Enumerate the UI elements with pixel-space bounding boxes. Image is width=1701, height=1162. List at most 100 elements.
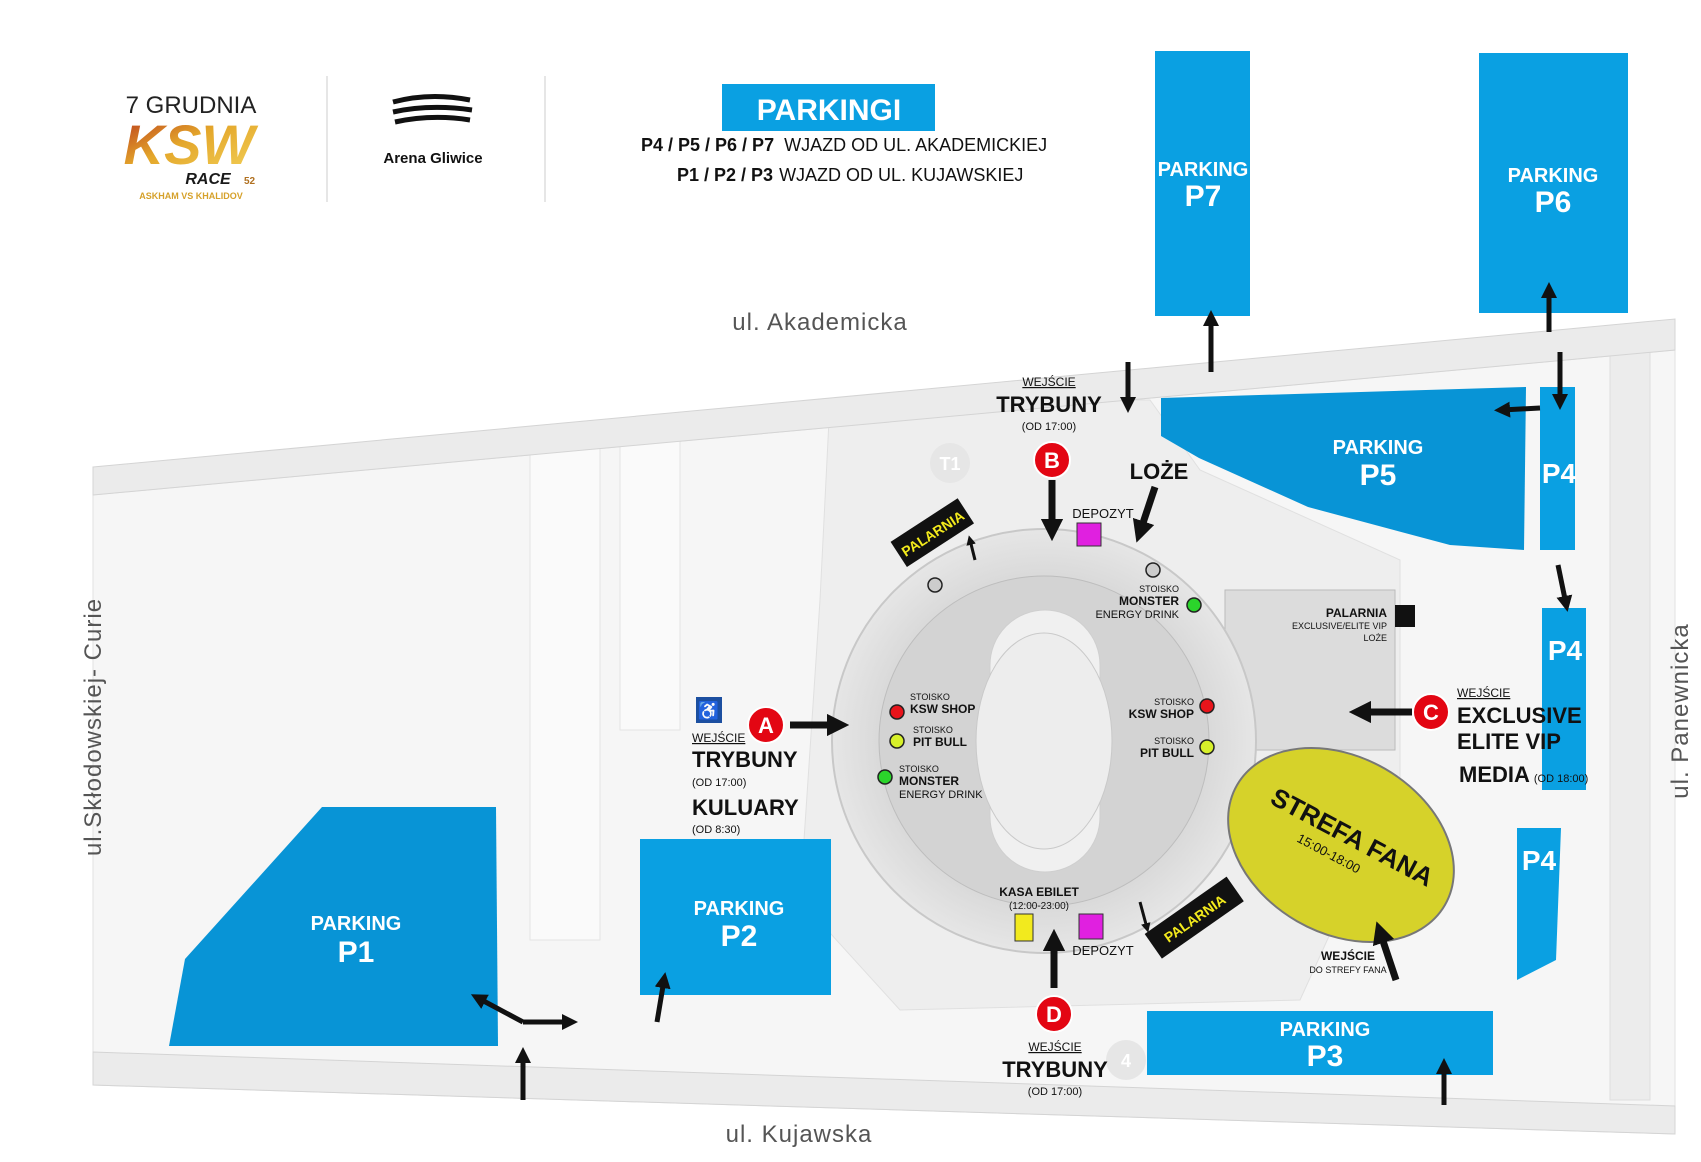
ksw-shop-west-dot — [889, 704, 905, 720]
svg-text:WEJŚCIE: WEJŚCIE — [1028, 1039, 1081, 1054]
parking-p7[interactable] — [1155, 51, 1250, 316]
svg-text:(OD 17:00): (OD 17:00) — [1028, 1086, 1082, 1098]
gate-t1 — [930, 443, 970, 483]
parking-p1[interactable] — [169, 807, 498, 1046]
svg-text:LOŻE: LOŻE — [1363, 633, 1387, 643]
fan-zone-area[interactable] — [1193, 709, 1489, 981]
entrance-c-marker[interactable]: C — [1412, 693, 1450, 731]
depozyt-south-marker — [1078, 913, 1104, 940]
svg-text:WEJŚCIE: WEJŚCIE — [1457, 685, 1510, 700]
entrance-a-labels: WEJŚCIE TRYBUNY (OD 17:00) KULUARY (OD 8… — [692, 730, 799, 836]
svg-text:PARKING: PARKING — [694, 898, 785, 920]
kasa-label: KASA EBILET — [999, 885, 1079, 899]
monster-west-dot — [877, 769, 893, 785]
entrance-b-marker[interactable]: B — [1033, 441, 1071, 479]
svg-text:P4: P4 — [1548, 635, 1583, 666]
svg-text:PARKING: PARKING — [311, 913, 402, 935]
svg-text:(OD 8:30): (OD 8:30) — [692, 824, 740, 836]
road-akademicka — [92, 318, 1676, 496]
entrance-c-labels: WEJŚCIE EXCLUSIVE ELITE VIP MEDIA(OD 18:… — [1457, 685, 1588, 787]
pit-bull-west-dot — [889, 733, 905, 749]
svg-text:P4: P4 — [1522, 845, 1557, 876]
svg-text:WEJŚCIE: WEJŚCIE — [1022, 374, 1075, 389]
parking-p4-north[interactable] — [1540, 387, 1575, 550]
event-date: 7 GRUDNIA — [126, 92, 257, 119]
parking-areas — [169, 51, 1628, 1075]
road-kujawska — [92, 1051, 1676, 1135]
depozyt-north-marker — [1076, 522, 1102, 547]
parking-p6[interactable] — [1479, 53, 1628, 313]
svg-text:EXCLUSIVE/ELITE VIP: EXCLUSIVE/ELITE VIP — [1292, 621, 1387, 631]
svg-text:P5: P5 — [1360, 459, 1397, 492]
street-sklodowskiej-label: ul.Skłodowskiej- Curie — [80, 598, 107, 856]
kasa-hours: (12:00-23:00) — [1009, 901, 1069, 912]
arrow-p4-down — [1555, 564, 1573, 612]
svg-text:STOISKO: STOISKO — [913, 725, 953, 735]
depozyt-south-label: DEPOZYT — [1072, 943, 1133, 958]
svg-text:PARKING: PARKING — [1508, 165, 1599, 187]
svg-text:WEJŚCIE: WEJŚCIE — [1321, 948, 1375, 963]
direction-arrows — [470, 281, 1573, 1105]
parking-p3[interactable] — [1147, 1011, 1493, 1075]
parking-p2[interactable] — [640, 839, 831, 995]
monster-east-dot — [1186, 597, 1202, 613]
svg-text:MONSTER: MONSTER — [899, 774, 959, 788]
svg-text:P4: P4 — [1542, 458, 1577, 489]
svg-text:C: C — [1423, 700, 1439, 725]
stand-labels-east: STOISKO KSW SHOP STOISKO PIT BULL STOISK… — [1095, 584, 1387, 760]
svg-text:TRYBUNY: TRYBUNY — [1002, 1057, 1108, 1082]
arrow-p1-left — [470, 994, 525, 1025]
svg-text:PIT BULL: PIT BULL — [913, 735, 967, 749]
wheelchair-icon: ♿ — [696, 697, 722, 723]
svg-text:PARKING: PARKING — [1333, 437, 1424, 459]
stand-labels-west: STOISKO KSW SHOP STOISKO PIT BULL STOISK… — [899, 692, 983, 801]
svg-text:STOISKO: STOISKO — [1154, 736, 1194, 746]
svg-text:DO STREFY FANA: DO STREFY FANA — [1309, 965, 1386, 975]
arrow-fan-zone — [1372, 921, 1400, 982]
kasa-marker — [1014, 913, 1034, 942]
svg-text:MEDIA(OD 18:00): MEDIA(OD 18:00) — [1459, 762, 1588, 787]
entrance-d-labels: WEJŚCIE TRYBUNY (OD 17:00) — [1002, 1039, 1108, 1098]
parking-title-box — [722, 84, 935, 131]
entrance-d-marker[interactable]: D — [1035, 995, 1073, 1033]
svg-text:TRYBUNY: TRYBUNY — [996, 392, 1102, 417]
stand-markers — [877, 562, 1215, 785]
arrow-p2-up — [654, 972, 671, 1023]
gate-t1-label: T1 — [939, 454, 960, 474]
svg-text:D: D — [1046, 1002, 1062, 1027]
svg-text:♿: ♿ — [698, 700, 720, 721]
parking-labels: PARKING P7 PARKING P6 PARKING P5 P4 P4 P… — [311, 159, 1599, 1073]
arrow-palarnia-se — [1138, 901, 1151, 933]
svg-text:PIT BULL: PIT BULL — [1140, 746, 1194, 760]
info-point-dot — [927, 577, 943, 593]
svg-text:P7: P7 — [1185, 180, 1222, 213]
svg-text:B: B — [1044, 448, 1060, 473]
parking-p4-middle[interactable] — [1542, 608, 1586, 790]
svg-text:RACE: RACE — [185, 171, 232, 188]
svg-text:PARKING: PARKING — [1280, 1019, 1371, 1041]
svg-text:P1: P1 — [338, 936, 375, 969]
info-point-dot — [1145, 562, 1161, 578]
svg-text:STOISKO: STOISKO — [1154, 697, 1194, 707]
arrow-palarnia-nw — [966, 535, 977, 561]
svg-text:A: A — [758, 713, 774, 738]
ksw-logo: KSW RACE 52 ASKHAM VS KHALIDOV — [124, 113, 259, 201]
svg-text:(OD 17:00): (OD 17:00) — [1022, 421, 1076, 433]
svg-text:KSW SHOP: KSW SHOP — [910, 702, 975, 716]
entrance-a-marker[interactable]: A — [747, 706, 785, 744]
svg-text:PARKING: PARKING — [1158, 159, 1249, 181]
svg-text:(OD 17:00): (OD 17:00) — [692, 777, 746, 789]
entrance-b-labels: WEJŚCIE TRYBUNY (OD 17:00) — [996, 374, 1102, 433]
arrow-loze — [1132, 485, 1159, 543]
svg-text:STOISKO: STOISKO — [1139, 584, 1179, 594]
palarnia-vip-marker — [1395, 605, 1415, 627]
gate-4 — [1106, 1040, 1146, 1080]
parking-p4-south[interactable] — [1517, 828, 1561, 980]
ksw-shop-east-dot — [1199, 698, 1215, 714]
parking-title: PARKINGI — [757, 94, 901, 127]
gate-4-label: 4 — [1121, 1051, 1131, 1071]
parking-p5[interactable] — [1161, 387, 1526, 550]
